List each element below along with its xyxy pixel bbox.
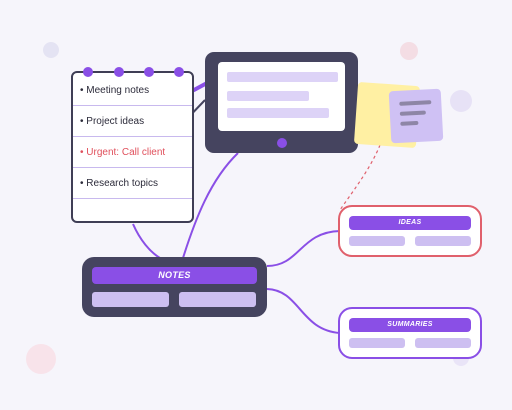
summaries-node-title: SUMMARIES [349, 318, 471, 332]
note-item-meeting[interactable]: • Meeting notes [73, 75, 192, 106]
note-item-research[interactable]: • Research topics [73, 168, 192, 199]
connector-notes-to-summaries [266, 288, 341, 334]
screen-line [227, 91, 309, 101]
sticky-line [399, 110, 426, 116]
ideas-node-title: IDEAS [349, 216, 471, 230]
notes-node-block [179, 292, 256, 307]
decor-dot [450, 90, 472, 112]
note-item-project[interactable]: • Project ideas [73, 106, 192, 137]
power-button-icon [277, 138, 287, 148]
notes-node-title: NOTES [92, 267, 257, 284]
sticky-line [399, 100, 432, 106]
summaries-node-block [349, 338, 405, 348]
connector-monitor-to-notes [182, 152, 239, 259]
notepad-rings [73, 67, 192, 79]
summaries-node-block [415, 338, 471, 348]
ring-icon [83, 67, 93, 77]
summaries-node[interactable]: SUMMARIES [338, 307, 482, 359]
notepad: • Meeting notes • Project ideas • Urgent… [71, 67, 194, 223]
ring-icon [114, 67, 124, 77]
sticky-line [400, 120, 419, 126]
sticky-note-purple [388, 88, 444, 144]
decor-dot [43, 42, 59, 58]
ring-icon [144, 67, 154, 77]
ideas-node-block [349, 236, 405, 246]
monitor-screen [218, 62, 345, 131]
connector-notes-to-ideas [266, 230, 341, 267]
note-item-urgent[interactable]: • Urgent: Call client [73, 137, 192, 168]
pen-tip [192, 81, 209, 92]
connector-sticky-to-ideas [339, 144, 381, 211]
ideas-node-block [415, 236, 471, 246]
monitor-icon [205, 52, 358, 153]
notes-node[interactable]: NOTES [82, 257, 267, 317]
ideas-node[interactable]: IDEAS [338, 205, 482, 257]
decor-dot [400, 42, 418, 60]
connector-notepad-to-notes [132, 223, 161, 259]
notes-node-block [92, 292, 169, 307]
decor-dot [26, 344, 56, 374]
screen-line [227, 72, 338, 82]
ring-icon [174, 67, 184, 77]
screen-line [227, 108, 329, 118]
